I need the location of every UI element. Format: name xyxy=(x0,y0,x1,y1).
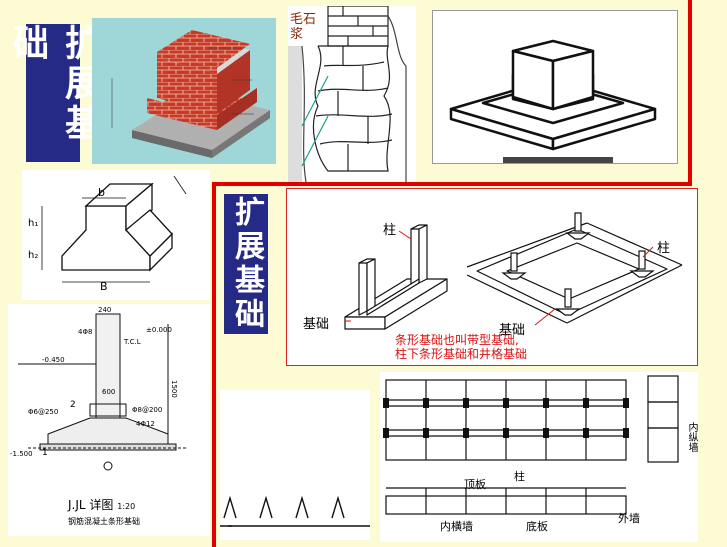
dim-h2: h₂ xyxy=(28,250,39,261)
red-frame-horizontal xyxy=(214,182,692,186)
strip-note-line2: 柱下条形基础和井格基础 xyxy=(395,347,528,361)
strip-note: 条形基础也叫带型基础, 柱下条形基础和井格基础 xyxy=(395,333,527,361)
brick-wall-image xyxy=(92,18,276,164)
rc-detail-image: 240 ±0.000 T.C.L -0.450 4Φ8 1500 600 2 Φ… xyxy=(8,304,210,536)
raft-plan-image: 顶板 柱 内横墙 底板 外墙 内纵墙 xyxy=(380,372,698,542)
label-foundation-right: 基础 xyxy=(499,323,526,338)
label-raft-column: 柱 xyxy=(514,470,525,483)
trapezoid-section-image: B b h₁ h₂ xyxy=(22,170,210,300)
stone-label-line2: 浆 xyxy=(290,27,304,42)
dim-240: 240 xyxy=(98,306,112,314)
label-num2: 2 xyxy=(70,400,76,410)
strip-note-line1: 条形基础也叫带型基础, xyxy=(395,333,519,347)
red-frame-vertical xyxy=(688,0,692,184)
label-column-left: 柱 xyxy=(383,223,397,238)
stone-foundation-image: 毛石 浆 xyxy=(288,6,416,182)
isolated-footing-image xyxy=(432,10,678,164)
label-outer-wall: 外墙 xyxy=(618,512,640,525)
red-frame-left xyxy=(212,182,216,547)
dim-h1: h₁ xyxy=(28,218,39,229)
rc-detail-title: J.JL 详图 xyxy=(68,498,114,512)
slide-title-top: 扩展基础 xyxy=(7,24,100,162)
elev-bottom: -1.500 xyxy=(10,450,33,458)
rc-detail-title-row: J.JL 详图 1:20 xyxy=(68,496,135,513)
slide-title-middle: 扩展基础 xyxy=(224,194,268,334)
label-bar3: Φ8@200 xyxy=(132,406,163,414)
stone-label-line1: 毛石 xyxy=(290,12,317,27)
stone-label: 毛石 浆 xyxy=(290,12,316,42)
label-bar2: Φ6@250 xyxy=(28,408,59,416)
dim-b: B xyxy=(100,280,108,293)
dim-b-top: b xyxy=(98,186,105,199)
trapezoid-section-drawing xyxy=(41,175,187,283)
label-bar1: 4Φ8 xyxy=(78,328,93,336)
stone-foundation-drawing xyxy=(288,6,407,182)
slide-title-middle-text: 扩展基础 xyxy=(229,196,264,332)
elev-left: -0.450 xyxy=(42,356,65,364)
label-top-slab: 顶板 xyxy=(464,478,486,491)
rc-detail-drawing xyxy=(18,313,188,471)
strip-foundation-drawing xyxy=(344,212,683,330)
label-num1: 1 xyxy=(42,448,48,458)
isolated-plan-image xyxy=(119,289,370,540)
strip-foundation-diagram: 柱 柱 基础 基础 条形基础也叫带型基础, 柱下条形基础和井格基础 xyxy=(286,188,698,366)
elev-top: ±0.000 xyxy=(146,326,172,334)
dim-1500: 1500 xyxy=(170,380,178,398)
brick-wall-drawing xyxy=(111,30,270,158)
isolated-footing-drawing xyxy=(449,39,657,163)
rc-detail-scale: 1:20 xyxy=(117,502,136,511)
label-bottom-slab: 底板 xyxy=(526,520,548,533)
dim-600: 600 xyxy=(102,388,116,396)
label-tcl: T.C.L xyxy=(124,338,141,346)
slide-title-top-text: 扩展基础 xyxy=(7,24,100,144)
label-column-right: 柱 xyxy=(657,241,671,256)
label-bar4: 4Φ12 xyxy=(136,420,155,428)
raft-plan-drawing xyxy=(383,375,679,515)
isolated-plan-drawing xyxy=(119,289,370,527)
rc-detail-caption: 钢筋混凝土条形基础 xyxy=(68,517,140,526)
label-foundation-left: 基础 xyxy=(303,317,330,332)
label-inner-long: 内纵墙 xyxy=(686,422,697,452)
label-inner-wall: 内横墙 xyxy=(440,520,473,533)
